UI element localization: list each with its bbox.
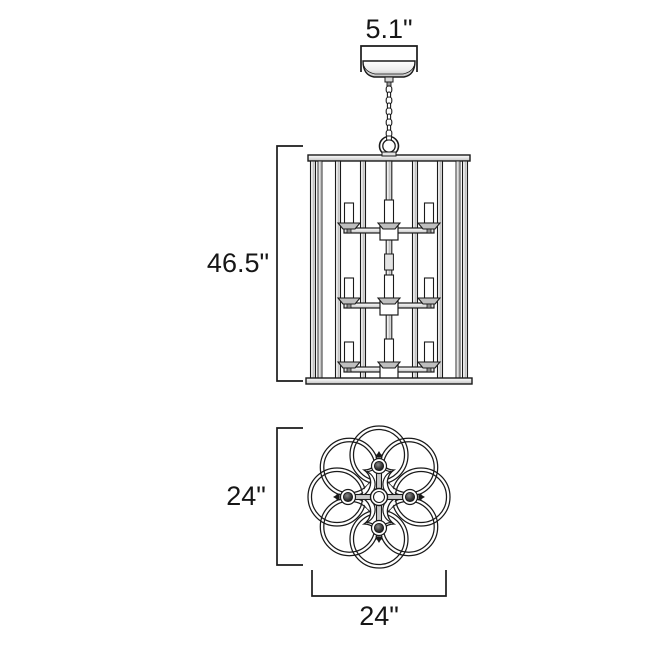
dimension-plan-height: 24" (226, 427, 303, 566)
dimension-overall-height: 46.5" (207, 145, 303, 382)
dimension-canopy-width: 5.1" (360, 14, 418, 72)
dimension-bracket-overall-height (276, 145, 303, 382)
dimension-bracket-plan-width (311, 570, 447, 597)
socket (339, 488, 357, 506)
plan-view (307, 425, 451, 569)
candle (416, 277, 442, 309)
candle (336, 341, 362, 373)
candle (376, 199, 402, 230)
candle (416, 341, 442, 373)
socket (370, 519, 388, 537)
socket (401, 488, 419, 506)
candle-tier-middle (336, 274, 442, 316)
center-hub (369, 487, 389, 507)
dimension-plan-width: 24" (311, 570, 447, 631)
socket (370, 457, 388, 475)
dimension-bracket-plan-height (276, 427, 303, 566)
candle-tier-upper (336, 199, 442, 241)
candle (336, 277, 362, 309)
dimension-label-plan-width: 24" (359, 601, 399, 631)
dimension-label-overall-height: 46.5" (207, 248, 269, 278)
spoke-tips (333, 451, 425, 543)
candle (376, 274, 402, 305)
bottom-frame-plate (305, 377, 473, 385)
elevation-view (305, 60, 473, 385)
suspension-chain (385, 85, 393, 138)
candle-tier-lower (336, 338, 442, 383)
dimension-bracket-canopy-width (360, 45, 418, 72)
candle-sockets (339, 457, 419, 537)
candle (416, 202, 442, 234)
dimension-label-canopy-width: 5.1" (365, 14, 412, 44)
candle (336, 202, 362, 234)
ceiling-canopy (362, 60, 416, 87)
dimension-label-plan-height: 24" (226, 481, 266, 511)
